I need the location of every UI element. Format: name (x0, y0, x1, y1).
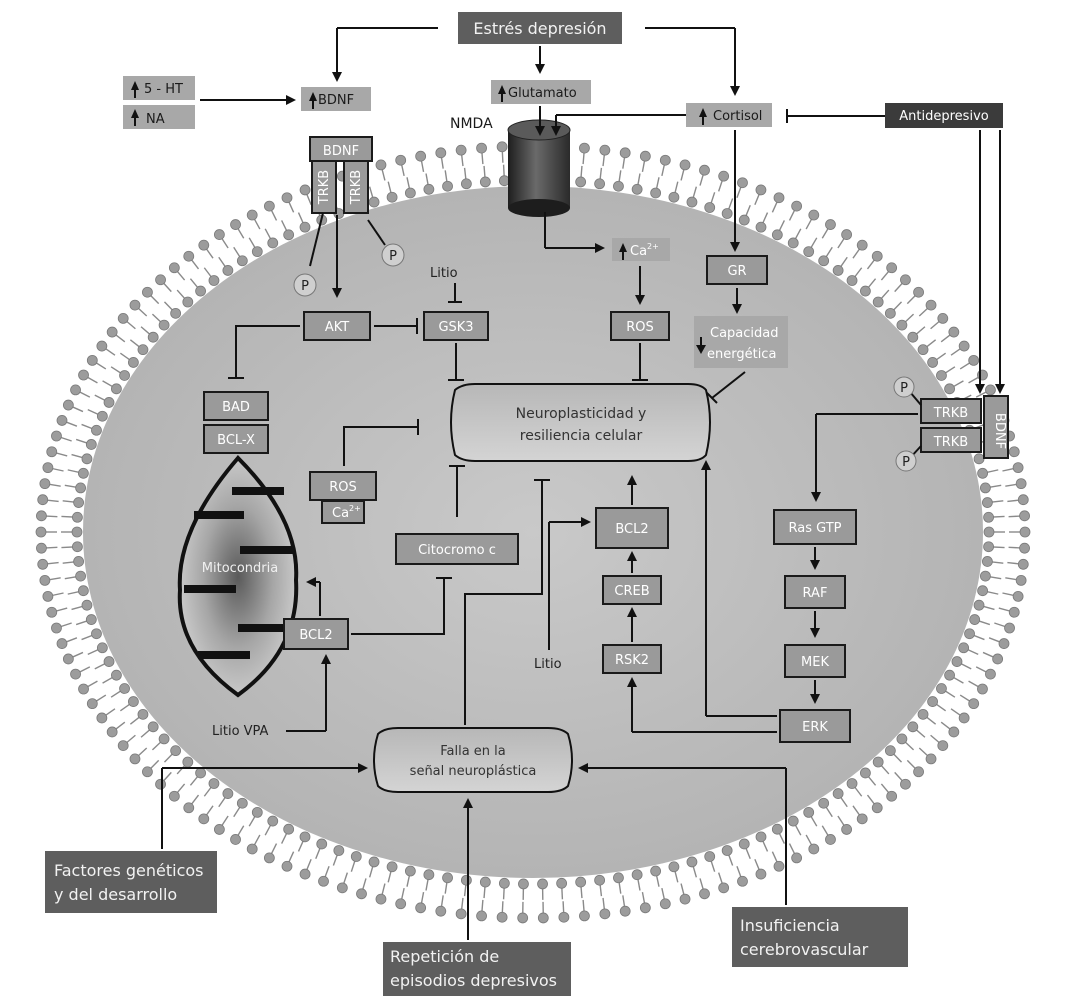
svg-text:ROS: ROS (626, 320, 654, 335)
noradrenaline-box: NA (123, 105, 195, 129)
ros-left-box: ROS (310, 472, 376, 500)
svg-text:TRKB: TRKB (933, 435, 968, 450)
bcl2-right-box: BCL2 (596, 508, 668, 548)
creb-box: CREB (603, 576, 661, 604)
bdnf-increase-box: BDNF (301, 87, 371, 111)
neuroplastic-failure-node: Falla en la señal neuroplástica (374, 728, 572, 792)
svg-text:resiliencia celular: resiliencia celular (520, 428, 643, 444)
glutamate-box: Glutamato (491, 80, 591, 104)
svg-text:cerebrovascular: cerebrovascular (740, 940, 869, 959)
svg-text:Mitocondria: Mitocondria (202, 561, 278, 576)
bcl2-left-box: BCL2 (284, 619, 348, 649)
svg-text:energética: energética (707, 347, 776, 362)
svg-text:P: P (902, 455, 910, 470)
calcium-left-box: Ca2+ (322, 501, 364, 523)
cortisol-box: Cortisol (686, 103, 772, 127)
svg-text:BDNF: BDNF (318, 93, 354, 108)
svg-text:Repetición de: Repetición de (390, 947, 499, 966)
svg-text:BCL2: BCL2 (299, 628, 332, 643)
svg-text:BCL-X: BCL-X (217, 433, 255, 448)
akt-box: AKT (304, 312, 370, 340)
serotonin-box: 5 - HT (123, 76, 195, 100)
svg-text:AKT: AKT (325, 320, 349, 335)
repeated-episodes-box: Repetición de episodios depresivos (383, 942, 571, 996)
neuroplasticity-node: Neuroplasticidad y resiliencia celular (451, 384, 710, 461)
bclx-box: BCL-X (204, 425, 268, 453)
svg-text:5 - HT: 5 - HT (144, 82, 183, 97)
svg-text:y del desarrollo: y del desarrollo (54, 885, 177, 904)
svg-text:Neuroplasticidad y: Neuroplasticidad y (516, 406, 647, 422)
lithium-creb-label: Litio (534, 657, 562, 672)
svg-text:señal neuroplástica: señal neuroplástica (410, 764, 537, 779)
svg-text:Antidepresivo: Antidepresivo (899, 109, 988, 124)
svg-text:TRKB: TRKB (349, 170, 364, 205)
svg-text:TRKB: TRKB (933, 406, 968, 421)
svg-text:Falla en la: Falla en la (440, 744, 506, 759)
lithium-gsk3-label: Litio (430, 266, 458, 281)
bad-box: BAD (204, 392, 268, 420)
svg-text:episodios depresivos: episodios depresivos (390, 971, 557, 990)
svg-text:Cortisol: Cortisol (713, 109, 762, 124)
svg-text:TRKB: TRKB (317, 170, 332, 205)
svg-text:Ras GTP: Ras GTP (788, 521, 841, 536)
gr-box: GR (707, 256, 767, 284)
svg-text:BAD: BAD (222, 400, 250, 415)
ras-gtp-box: Ras GTP (774, 510, 856, 544)
svg-text:ROS: ROS (329, 480, 357, 495)
calcium-box: Ca2+ (612, 238, 670, 261)
cerebrovascular-box: Insuficiencia cerebrovascular (732, 907, 908, 967)
svg-text:Insuficiencia: Insuficiencia (740, 916, 840, 935)
cell-membrane (35, 140, 1031, 924)
nmda-label: NMDA (450, 116, 493, 132)
svg-text:Capacidad: Capacidad (710, 326, 779, 341)
svg-text:CREB: CREB (614, 584, 649, 599)
ros-top-box: ROS (611, 312, 669, 340)
svg-text:ERK: ERK (802, 720, 828, 735)
svg-text:P: P (389, 249, 397, 264)
svg-text:RSK2: RSK2 (615, 653, 649, 668)
stress-box: Estrés depresión (458, 12, 622, 44)
svg-text:Glutamato: Glutamato (508, 86, 577, 101)
energy-capacity-box: Capacidad energética (694, 316, 788, 368)
rsk2-box: RSK2 (603, 645, 661, 673)
svg-text:BCL2: BCL2 (615, 522, 648, 537)
gsk3-box: GSK3 (424, 312, 488, 340)
svg-text:RAF: RAF (803, 586, 828, 601)
erk-box: ERK (780, 710, 850, 742)
svg-text:MEK: MEK (801, 655, 829, 670)
svg-text:BDNF: BDNF (323, 144, 359, 159)
svg-text:P: P (301, 279, 309, 294)
antidepressant-box: Antidepresivo (885, 103, 1003, 128)
mek-box: MEK (785, 645, 845, 677)
raf-box: RAF (785, 576, 845, 608)
svg-text:Estrés depresión: Estrés depresión (473, 19, 606, 38)
lithium-vpa-label: Litio VPA (212, 724, 269, 739)
cytochrome-c-box: Citocromo c (396, 534, 518, 564)
svg-text:Factores genéticos: Factores genéticos (54, 861, 204, 880)
svg-text:NA: NA (146, 112, 165, 127)
svg-text:P: P (900, 381, 908, 396)
svg-text:GSK3: GSK3 (438, 320, 473, 335)
svg-text:Citocromo c: Citocromo c (418, 543, 496, 558)
svg-text:GR: GR (727, 264, 746, 279)
genetic-factors-box: Factores genéticos y del desarrollo (45, 851, 217, 913)
svg-text:BDNF: BDNF (992, 413, 1007, 449)
